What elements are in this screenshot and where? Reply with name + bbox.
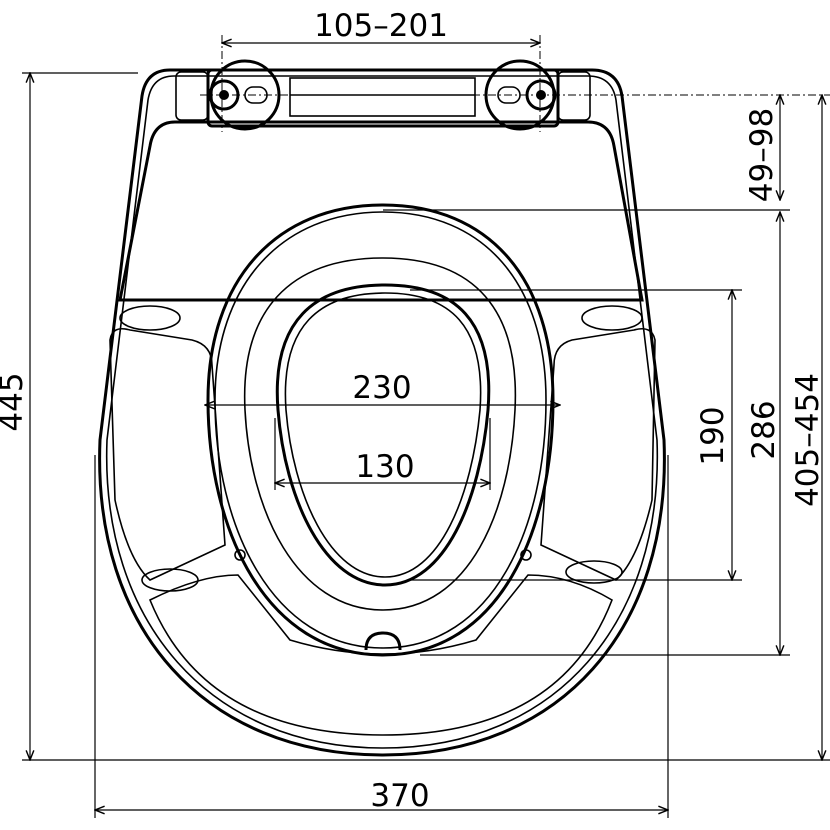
hinge-spacing-label: 105–201 [314, 8, 448, 44]
seat-ring [206, 203, 555, 657]
opening-length-label: 190 [695, 406, 731, 465]
hinge-to-seat-label: 49–98 [744, 108, 780, 202]
extension-lines [22, 35, 830, 818]
total-length-label: 445 [0, 372, 30, 431]
hinge-to-end-label: 405–454 [790, 373, 826, 507]
total-width-label: 370 [370, 778, 429, 814]
seat-length-label: 286 [746, 400, 782, 459]
hinge-assembly [175, 59, 591, 131]
dimension-lines [30, 43, 822, 810]
opening-width-label: 130 [355, 449, 414, 485]
seat-body [98, 68, 666, 757]
seat-width-label: 230 [352, 370, 411, 406]
